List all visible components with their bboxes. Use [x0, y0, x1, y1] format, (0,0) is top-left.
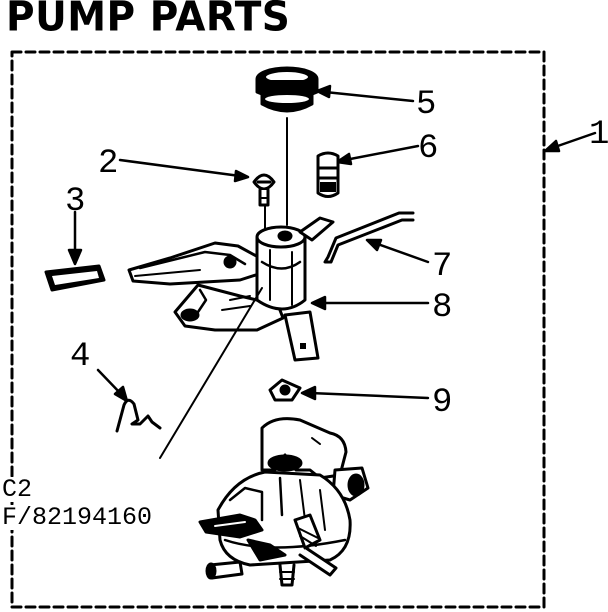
part-8-valve-body [127, 216, 335, 459]
callout-5: 5 [416, 86, 436, 124]
part-7-wire-spring [323, 211, 415, 264]
part-3-pad [44, 264, 106, 292]
part-4-clip [115, 398, 162, 433]
page-title: PUMP PARTS [6, 0, 291, 42]
callout-1: 1 [589, 116, 608, 154]
callout-3: 3 [65, 183, 85, 221]
callout-7: 7 [432, 248, 452, 286]
leader-lines [67, 84, 597, 403]
reference-part-number: F/82194160 [2, 503, 155, 532]
callout-6: 6 [418, 130, 438, 168]
callout-numbers: 1 2 3 4 5 6 7 8 9 [65, 86, 608, 422]
callout-8: 8 [432, 289, 452, 327]
callout-4: 4 [70, 338, 90, 376]
pump-body [198, 417, 370, 587]
part-6-cap [316, 151, 340, 198]
reference-code-c2: C2 [2, 475, 35, 504]
part-5-pulley [255, 66, 319, 113]
assembly-boundary [10, 50, 546, 609]
part-9-washer [268, 378, 302, 402]
part-2-screw [252, 173, 276, 207]
callout-2: 2 [98, 145, 118, 183]
callout-9: 9 [432, 384, 452, 422]
